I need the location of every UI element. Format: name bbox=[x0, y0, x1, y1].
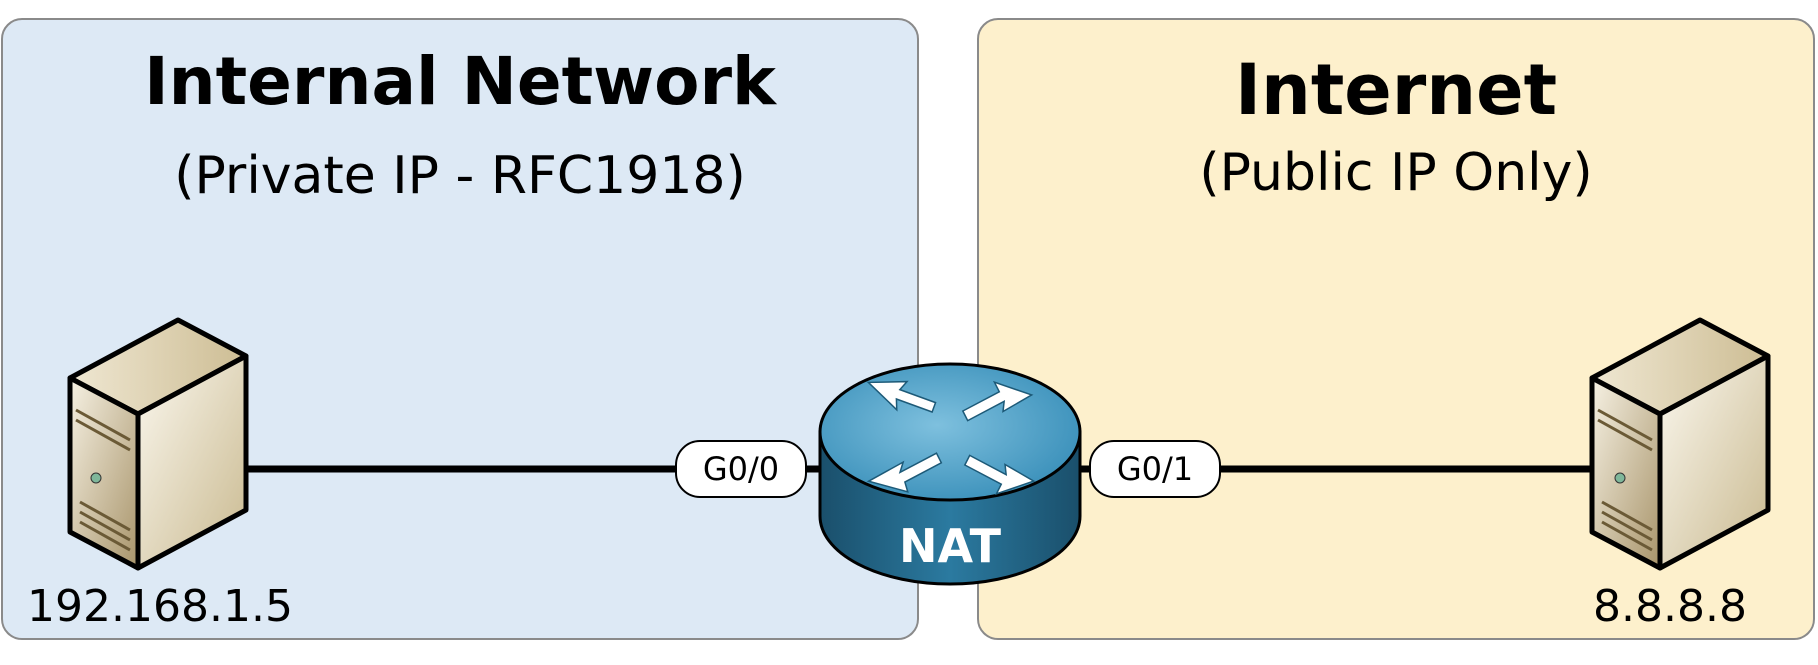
port-label-g0-1-text: G0/1 bbox=[1117, 450, 1193, 488]
port-label-g0-0: G0/0 bbox=[675, 440, 807, 498]
internet-zone-title: Internet bbox=[1235, 49, 1557, 131]
internet-server: 8.8.8.8 bbox=[1589, 317, 1771, 632]
router-label: NAT bbox=[899, 519, 1002, 573]
internet-server-ip: 8.8.8.8 bbox=[1593, 581, 1747, 632]
internal-server-ip: 192.168.1.5 bbox=[27, 581, 293, 632]
internal-zone-subtitle: (Private IP - RFC1918) bbox=[174, 146, 746, 206]
internal-zone-title: Internal Network bbox=[144, 43, 778, 120]
router-icon: NAT bbox=[818, 362, 1082, 586]
port-label-g0-0-text: G0/0 bbox=[703, 450, 779, 488]
internet-zone-subtitle: (Public IP Only) bbox=[1199, 143, 1592, 203]
router-arrows-icon bbox=[866, 380, 1036, 496]
port-label-g0-1: G0/1 bbox=[1089, 440, 1221, 498]
server-icon bbox=[67, 317, 249, 571]
internal-server: 192.168.1.5 bbox=[27, 317, 293, 632]
server-icon bbox=[1589, 317, 1771, 571]
